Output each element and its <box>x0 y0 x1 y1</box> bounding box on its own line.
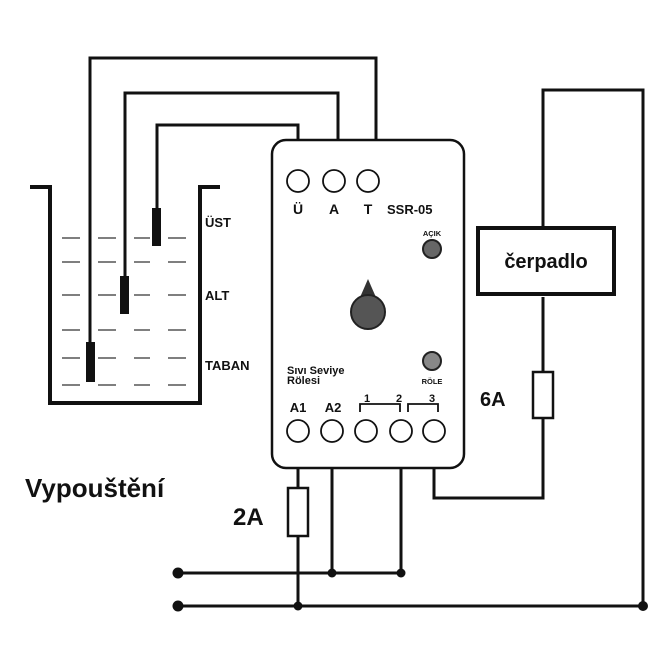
terminal-label-t: T <box>364 201 373 217</box>
level-label-alt: ALT <box>205 288 229 303</box>
terminal-label-u: Ü <box>293 201 303 217</box>
terminal-label-a2: A2 <box>325 400 342 415</box>
supply-fuse <box>286 486 310 538</box>
relay-name-line2: Rölesi <box>287 375 320 387</box>
pump-box <box>476 226 616 296</box>
probe-wires <box>88 56 378 345</box>
terminal-2 <box>389 419 413 443</box>
terminal-a1 <box>286 419 310 443</box>
probe-electrodes <box>86 208 161 382</box>
bottom-terminals <box>286 419 446 443</box>
adjustment-knob[interactable] <box>350 279 386 330</box>
terminal-label-a: A <box>329 201 339 217</box>
level-label-taban: TABAN <box>205 358 250 373</box>
contact-label-2: 2 <box>396 393 402 405</box>
relay-indicator-led <box>422 351 442 371</box>
pump-wires <box>432 88 645 606</box>
contact-label-3: 3 <box>429 393 435 405</box>
level-label-ust: ÜST <box>205 215 231 230</box>
supply-fuse-label: 2A <box>233 504 264 531</box>
open-indicator-label: AÇIK <box>423 229 442 238</box>
tank-caption: Vypouštění <box>25 473 165 503</box>
terminal-t <box>356 169 380 193</box>
terminal-u <box>286 169 310 193</box>
supply-wires <box>178 468 646 608</box>
terminal-label-a1: A1 <box>290 400 307 415</box>
terminal-a2 <box>320 419 344 443</box>
relay-indicator-label: RÖLE <box>422 377 443 386</box>
terminal-3 <box>422 419 446 443</box>
water-surface <box>62 237 186 386</box>
terminal-a <box>322 169 346 193</box>
pump-fuse <box>531 370 555 420</box>
open-indicator-led <box>422 239 442 259</box>
contact-brackets <box>359 403 439 412</box>
pump-fuse-label: 6A <box>480 389 506 411</box>
water-tank <box>30 185 220 405</box>
relay-name-line1: Sıvı Seviye <box>287 365 345 377</box>
junction-dots <box>172 567 648 612</box>
contact-label-1: 1 <box>364 393 370 405</box>
pump-label: čerpadlo <box>504 251 587 273</box>
top-terminals <box>286 169 380 193</box>
relay-model: SSR-05 <box>387 202 433 217</box>
terminal-1 <box>354 419 378 443</box>
